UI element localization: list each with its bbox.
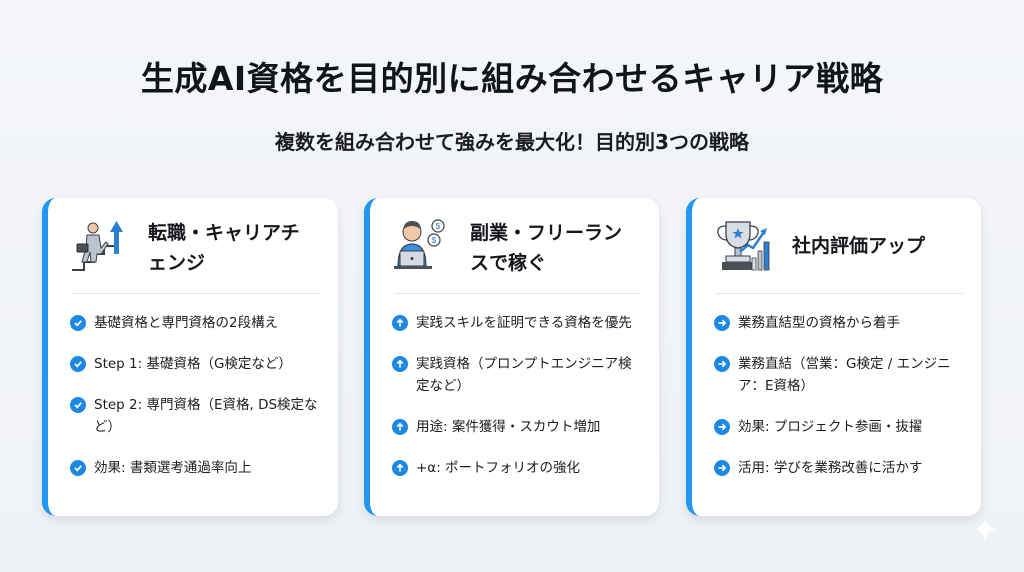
strategy-card-career-change: 転職・キャリアチェンジ 基礎資格と専門資格の2段構え Step 1: 基礎資格（… [42, 198, 338, 516]
list-item: 実践スキルを証明できる資格を優先 [392, 312, 645, 334]
list-item: 効果: プロジェクト参画・抜擢 [714, 416, 967, 438]
arrow-right-circle-icon [714, 356, 730, 372]
arrow-up-circle-icon [392, 419, 408, 435]
arrow-right-circle-icon [714, 419, 730, 435]
list-item-text: 業務直結型の資格から着手 [738, 315, 900, 331]
card-title: 転職・キャリアチェンジ [148, 222, 300, 274]
check-circle-icon [70, 315, 86, 331]
card-title: 社内評価アップ [792, 235, 926, 257]
list-item-text: Step 2: 専門資格（E資格, DS検定など） [94, 397, 318, 435]
strategy-card-freelance: $ $ 副業・フリーランスで稼ぐ 実践スキルを証明できる資格を優先 実践資格（プ… [364, 198, 659, 516]
strategy-card-internal-evaluation: 社内評価アップ 業務直結型の資格から着手 業務直結（営業：G検定 / エンジニア… [686, 198, 981, 516]
list-item: 基礎資格と専門資格の2段構え [70, 312, 324, 334]
list-item-text: 基礎資格と専門資格の2段構え [94, 315, 279, 331]
arrow-right-circle-icon [714, 460, 730, 476]
check-circle-icon [70, 397, 86, 413]
trophy-growth-icon [717, 221, 770, 271]
item-list: 実践スキルを証明できる資格を優先 実践資格（プロンプトエンジニア検定など） 用途… [392, 312, 645, 498]
page-title: 生成AI資格を目的別に組み合わせるキャリア戦略 [140, 59, 884, 98]
list-item-text: +α: ポートフォリオの強化 [416, 460, 581, 476]
list-item: 業務直結型の資格から着手 [714, 312, 967, 334]
divider [716, 293, 963, 294]
list-item: +α: ポートフォリオの強化 [392, 457, 645, 479]
list-item-text: 効果: 書類選考通過率向上 [94, 460, 252, 476]
arrow-right-circle-icon [714, 315, 730, 331]
list-item: Step 1: 基礎資格（G検定など） [70, 353, 324, 375]
list-item: 用途: 案件獲得・スカウト増加 [392, 416, 645, 438]
item-list: 業務直結型の資格から着手 業務直結（営業：G検定 / エンジニア：E資格） 効果… [714, 312, 967, 498]
item-list: 基礎資格と専門資格の2段構え Step 1: 基礎資格（G検定など） Step … [70, 312, 324, 498]
list-item-text: 実践スキルを証明できる資格を優先 [416, 315, 632, 331]
list-item-text: 実践資格（プロンプトエンジニア検定など） [416, 356, 632, 394]
freelancer-laptop-icon: $ $ [394, 219, 445, 269]
list-item-text: Step 1: 基礎資格（G検定など） [94, 356, 292, 372]
page-subtitle: 複数を組み合わせて強みを最大化！目的別3つの戦略 [275, 130, 749, 154]
list-item-text: 用途: 案件獲得・スカウト増加 [416, 419, 601, 435]
card-title: 副業・フリーランスで稼ぐ [470, 222, 623, 274]
svg-text:$: $ [432, 236, 437, 245]
list-item: Step 2: 専門資格（E資格, DS検定など） [70, 394, 324, 438]
list-item: 業務直結（営業：G検定 / エンジニア：E資格） [714, 353, 967, 397]
svg-text:$: $ [436, 222, 441, 231]
career-stairs-icon [72, 221, 123, 271]
arrow-up-circle-icon [392, 356, 408, 372]
sparkle-icon [973, 517, 997, 541]
list-item: 活用: 学びを業務改善に活かす [714, 457, 967, 479]
list-item: 効果: 書類選考通過率向上 [70, 457, 324, 479]
list-item-text: 業務直結（営業：G検定 / エンジニア：E資格） [738, 356, 951, 394]
check-circle-icon [70, 356, 86, 372]
list-item-text: 活用: 学びを業務改善に活かす [738, 460, 923, 476]
arrow-up-circle-icon [392, 315, 408, 331]
arrow-up-circle-icon [392, 460, 408, 476]
list-item: 実践資格（プロンプトエンジニア検定など） [392, 353, 645, 397]
check-circle-icon [70, 460, 86, 476]
divider [394, 293, 641, 294]
divider [72, 293, 320, 294]
list-item-text: 効果: プロジェクト参画・抜擢 [738, 419, 923, 435]
